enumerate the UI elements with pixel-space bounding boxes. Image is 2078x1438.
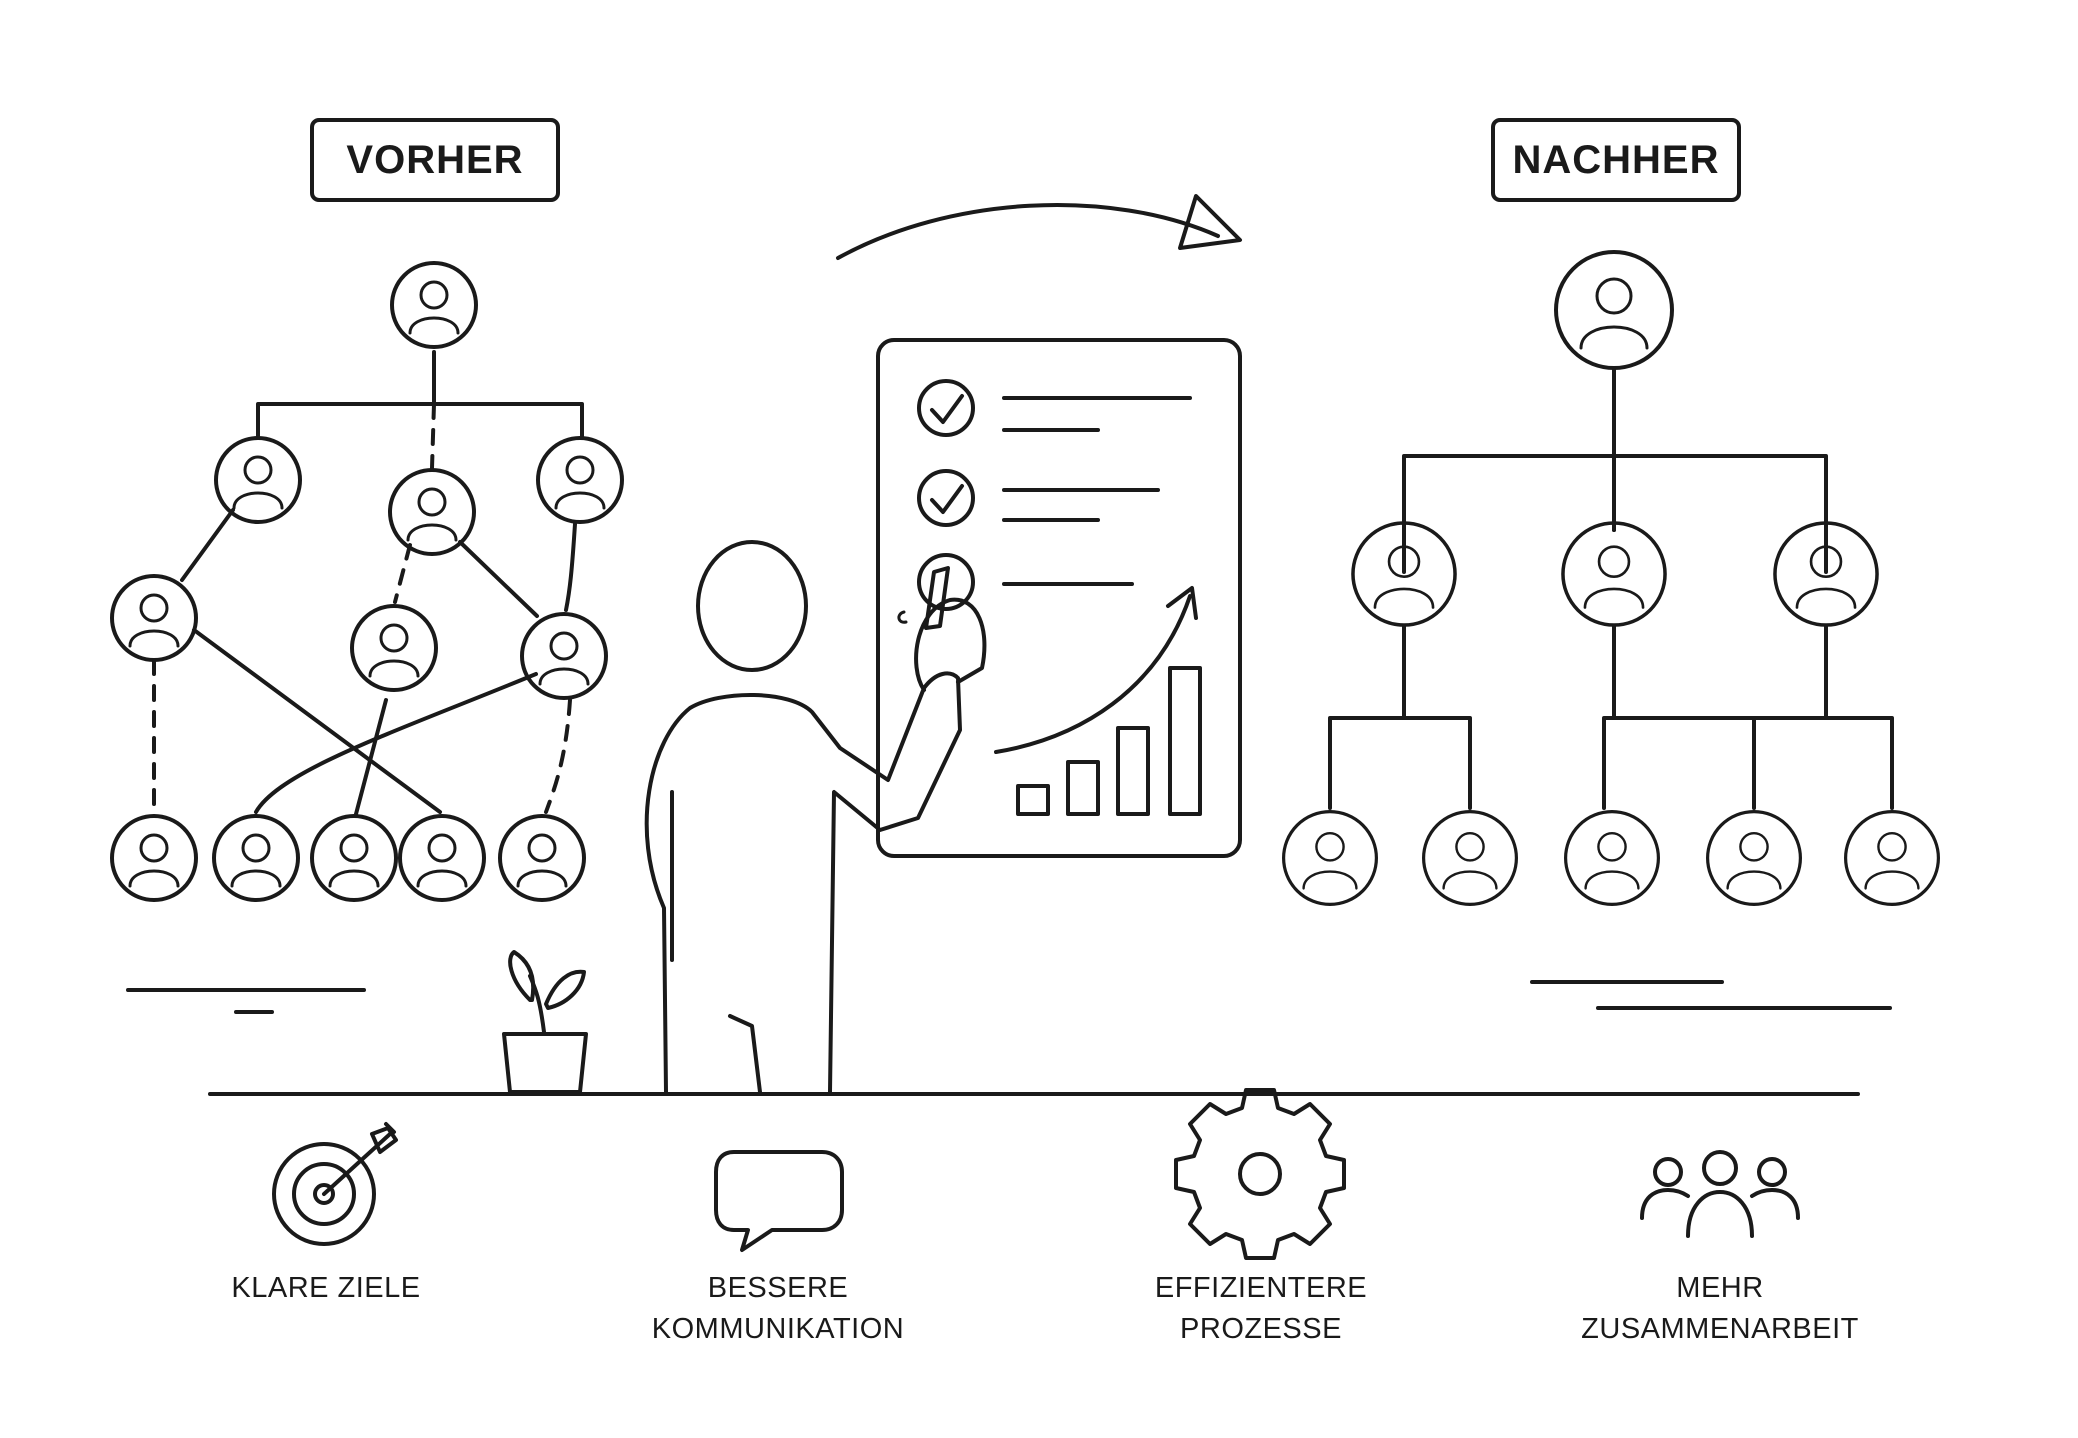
person-node [1563,809,1661,907]
connector [1328,716,1472,810]
benefit-label-communication: BESSERE KOMMUNIKATION [598,1268,958,1350]
person-node [520,612,608,700]
chaotic-org-chart [110,261,624,1014]
bar [1116,726,1150,816]
person-node-lead [1554,250,1674,370]
benefit-label-collaboration: MEHR ZUSAMMENARBEIT [1540,1268,1900,1350]
presenter-body [644,671,962,1094]
structured-org-chart [1281,250,1941,1010]
person-node [110,814,198,902]
connector [254,672,538,814]
presenter-figure [644,540,987,1094]
arrow-head [1178,194,1242,250]
benefit-label-processes: EFFIZIENTERE PROZESSE [1081,1268,1441,1350]
benefit-line: KLARE ZIELE [231,1272,421,1304]
checkmark-icon [917,379,975,437]
person-node [398,814,486,902]
person-node [214,436,302,524]
person-node [536,436,624,524]
checkmark-icon [917,469,975,527]
benefit-line: PROZESSE [1180,1313,1342,1345]
connector [192,628,442,814]
person-node [1561,521,1667,627]
connector [458,540,539,618]
growth-arrow-head [1166,586,1198,620]
after-badge: NACHHER [1491,118,1741,202]
presentation-board [876,338,1242,858]
person-node [1281,809,1379,907]
speech-bubble-icon [714,1150,844,1252]
marker-icon [924,566,950,630]
presenter-hand [914,597,987,692]
bar [1016,784,1050,816]
benefit-line: MEHR [1676,1272,1764,1304]
person-node [310,814,398,902]
plant-icon [502,950,588,1094]
connector [256,402,584,440]
connector-dashed [430,402,436,470]
bar [1066,760,1100,816]
person-node [390,261,478,349]
benefit-line: ZUSAMMENARBEIT [1581,1313,1859,1345]
presenter-head [696,540,808,672]
person-node [1843,809,1941,907]
presenter-leg-line [728,1014,762,1094]
connector-dashed [544,698,572,814]
person-node [110,574,198,662]
checkmark-circle [917,553,975,611]
connector [180,508,235,582]
growth-curve [994,594,1192,754]
bar [1168,666,1202,816]
gear-icon [1174,1088,1346,1260]
person-node [1705,809,1803,907]
connector [1602,716,1894,810]
benefit-label-goals: KLARE ZIELE [146,1268,506,1309]
connector-dashed [393,543,412,604]
benefit-line: BESSERE [707,1272,849,1304]
person-node [212,814,300,902]
connector [564,522,577,612]
transition-arrow [836,194,1242,260]
person-node [1421,809,1519,907]
person-node [350,604,438,692]
person-node [388,468,476,556]
target-icon [272,1122,398,1246]
person-node [498,814,586,902]
team-icon [1640,1150,1800,1238]
marker-scribble [897,610,908,624]
benefit-line: KOMMUNIKATION [651,1313,905,1345]
benefit-line: EFFIZIENTERE [1154,1272,1368,1304]
before-badge: VORHER [310,118,560,202]
connector [354,698,388,816]
